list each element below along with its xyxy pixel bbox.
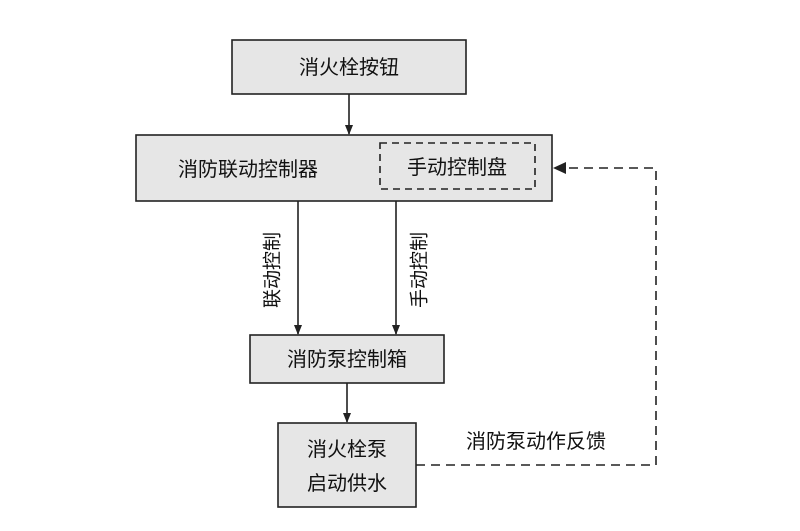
pump-control-box-node: 消防泵控制箱	[249, 334, 445, 384]
hydrant-button-node: 消火栓按钮	[231, 39, 467, 95]
manual-panel-node: 手动控制盘	[379, 142, 536, 190]
manual-control-label: 手动控制	[409, 232, 431, 308]
pump-start-node: 消火栓泵 启动供水	[277, 422, 417, 508]
linkage-control-label: 联动控制	[262, 232, 284, 308]
feedback-arrowhead	[553, 162, 566, 174]
hydrant-button-label: 消火栓按钮	[299, 55, 399, 79]
pump-control-box-label: 消防泵控制箱	[287, 347, 407, 371]
manual-panel-label: 手动控制盘	[407, 155, 507, 179]
pump-start-label-line2: 启动供水	[307, 471, 387, 495]
pump-start-label-line1: 消火栓泵	[307, 437, 387, 461]
linkage-controller-label: 消防联动控制器	[178, 157, 318, 181]
linkage-controller-node: 消防联动控制器	[135, 134, 553, 202]
pump-feedback-label: 消防泵动作反馈	[466, 429, 606, 453]
feedback-dashed-path	[416, 167, 657, 466]
